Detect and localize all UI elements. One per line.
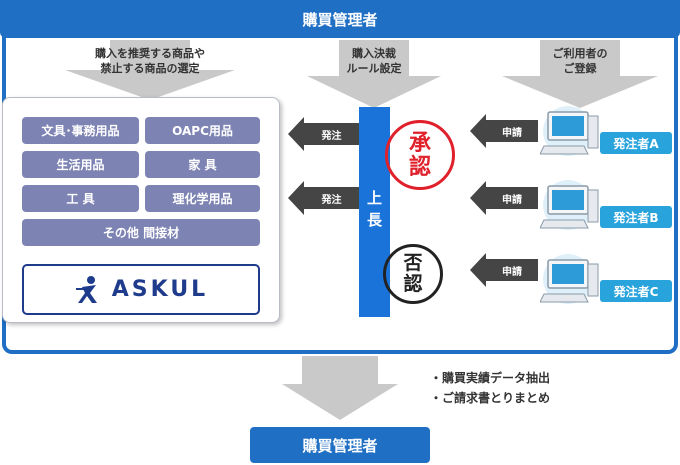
requester-c: 発注者C	[539, 254, 672, 308]
reject-stamp-char-1: 否	[403, 252, 423, 274]
down-arrow-icon	[307, 40, 441, 108]
requester-b: 発注者B	[539, 180, 672, 234]
note-purchase-data: ・購買実績データ抽出	[430, 371, 551, 385]
requester-a-label: 発注者A	[600, 132, 672, 154]
supervisor-bar: 上 長	[359, 107, 390, 317]
approve-stamp-char-2: 認	[408, 154, 431, 180]
requester-b-label: 発注者B	[600, 206, 672, 228]
heading-middle-line1: 購入決裁	[352, 47, 396, 60]
request-arrow-c-label: 申請	[486, 259, 538, 281]
heading-arrow-right: ご利用者の ご登録	[500, 40, 660, 110]
arrow-left-icon	[288, 117, 304, 151]
requester-a: 発注者A	[539, 106, 672, 160]
computer-icon	[539, 254, 599, 304]
category-lab-supplies: 理化学用品	[145, 185, 260, 212]
approve-stamp-char-1: 承	[408, 130, 431, 156]
category-other: その他 間接材	[22, 219, 260, 246]
request-arrow-b-label: 申請	[486, 187, 538, 209]
category-tools: 工 具	[22, 185, 139, 212]
heading-left-line2: 禁止する商品の選定	[100, 62, 200, 75]
bottom-admin-bar: 購買管理者	[250, 427, 430, 463]
down-arrow-icon	[502, 40, 658, 108]
heading-right-line1: ご利用者の	[552, 47, 608, 60]
request-arrow-c: 申請	[470, 253, 538, 287]
askul-logo-text: ASKUL	[111, 277, 209, 302]
arrow-left-icon	[470, 114, 486, 148]
reject-stamp: 否 認	[383, 244, 443, 304]
request-arrow-a-label: 申請	[486, 120, 538, 142]
category-furniture: 家 具	[145, 151, 260, 178]
down-arrow-icon	[65, 40, 235, 100]
approve-stamp: 承 認	[385, 120, 455, 190]
arrow-left-icon	[288, 181, 304, 215]
heading-middle-line2: ルール設定	[346, 62, 402, 75]
askul-logo: ASKUL	[22, 264, 260, 315]
notes-list: ・購買実績データ抽出 ・ご請求書とりまとめ	[430, 368, 550, 408]
arrow-left-icon	[470, 253, 486, 287]
supervisor-char-1: 上	[366, 189, 382, 207]
category-oapc: OAPC用品	[145, 117, 260, 144]
order-arrow-2-label: 発注	[304, 187, 359, 209]
order-arrow-1: 発注	[288, 117, 359, 151]
category-stationery: 文具･事務用品	[22, 117, 139, 144]
order-arrow-2: 発注	[288, 181, 359, 215]
order-arrow-1-label: 発注	[304, 123, 359, 145]
heading-left-line1: 購入を推奨する商品や	[95, 47, 205, 60]
down-arrow-icon	[282, 356, 398, 420]
supervisor-char-2: 長	[366, 211, 382, 229]
heading-arrow-left: 購入を推奨する商品や 禁止する商品の選定	[60, 40, 240, 102]
heading-arrow-middle: 購入決裁 ルール設定	[305, 40, 443, 110]
category-daily-goods: 生活用品	[22, 151, 139, 178]
note-invoice: ・ご請求書とりまとめ	[430, 391, 551, 405]
request-arrow-a: 申請	[470, 114, 538, 148]
reject-stamp-char-2: 認	[403, 273, 423, 295]
request-arrow-b: 申請	[470, 181, 538, 215]
computer-icon	[539, 106, 599, 156]
computer-icon	[539, 180, 599, 230]
arrow-left-icon	[470, 181, 486, 215]
requester-c-label: 発注者C	[600, 280, 672, 302]
bottom-admin-title: 購買管理者	[302, 436, 378, 455]
top-admin-title: 購買管理者	[302, 10, 378, 29]
top-admin-bar: 購買管理者	[0, 0, 680, 38]
heading-right-line2: ご登録	[563, 62, 597, 75]
runner-icon	[75, 275, 97, 303]
